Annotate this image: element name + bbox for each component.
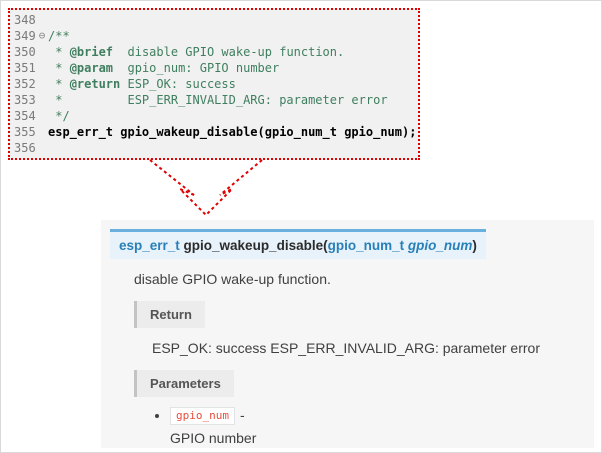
line-number: 355 <box>14 125 36 139</box>
editor-line: 356 <box>10 140 418 156</box>
line-number: 351 <box>14 61 36 75</box>
line-number: 349 <box>14 29 36 43</box>
signature-token: ( <box>323 238 328 253</box>
parameter-description: GPIO number <box>170 430 257 447</box>
code-text: * @param gpio_num: GPIO number <box>48 61 280 75</box>
code-text: * @return ESP_OK: success <box>48 77 236 91</box>
parameter-dash: - <box>239 407 245 423</box>
function-signature: esp_err_t gpio_wakeup_disable(gpio_num_t… <box>110 229 486 259</box>
fold-spacer <box>36 140 48 156</box>
line-number: 348 <box>14 13 36 27</box>
line-number: 350 <box>14 45 36 59</box>
return-value-text: ESP_OK: success ESP_ERR_INVALID_ARG: par… <box>152 340 540 356</box>
line-number: 353 <box>14 93 36 107</box>
api-doc-panel: esp_err_t gpio_wakeup_disable(gpio_num_t… <box>101 220 594 448</box>
editor-line: 355 esp_err_t gpio_wakeup_disable(gpio_nu… <box>10 124 418 140</box>
fold-spacer <box>36 124 48 140</box>
code-text: /** <box>48 29 70 43</box>
code-text: */ <box>48 109 70 123</box>
signature-token: ) <box>472 238 477 253</box>
signature-token: gpio_num_t <box>327 238 408 253</box>
fold-spacer <box>36 76 48 92</box>
parameter-item: gpio_num- GPIO number <box>170 407 594 447</box>
fold-spacer <box>36 44 48 60</box>
parameters-list: gpio_num- GPIO number <box>152 407 594 447</box>
fold-spacer <box>36 60 48 76</box>
parameter-name-code: gpio_num <box>170 407 235 426</box>
fold-spacer <box>36 12 48 28</box>
function-brief: disable GPIO wake-up function. <box>134 271 331 287</box>
code-text: esp_err_t gpio_wakeup_disable(gpio_num_t… <box>48 125 417 139</box>
code-text: * ESP_ERR_INVALID_ARG: parameter error <box>48 93 388 107</box>
fold-spacer <box>36 92 48 108</box>
code-text: * @brief disable GPIO wake-up function. <box>48 45 345 59</box>
editor-line: 352 * @return ESP_OK: success <box>10 76 418 92</box>
line-number: 352 <box>14 77 36 91</box>
editor-line: 349⊖/** <box>10 28 418 44</box>
editor-line: 351 * @param gpio_num: GPIO number <box>10 60 418 76</box>
line-number: 354 <box>14 109 36 123</box>
signature-token: esp_err_t <box>119 238 184 253</box>
signature-token: gpio_num <box>407 238 473 253</box>
editor-line: 354 */ <box>10 108 418 124</box>
editor-line: 353 * ESP_ERR_INVALID_ARG: parameter err… <box>10 92 418 108</box>
line-number: 356 <box>14 141 36 155</box>
return-heading: Return <box>134 301 205 328</box>
editor-line: 350 * @brief disable GPIO wake-up functi… <box>10 44 418 60</box>
fold-spacer <box>36 108 48 124</box>
parameters-heading: Parameters <box>134 370 234 397</box>
signature-token: gpio_wakeup_disable <box>183 238 324 253</box>
dotted-down-arrow <box>149 159 263 217</box>
fold-collapse-icon[interactable]: ⊖ <box>38 29 46 42</box>
editor-line: 348 <box>10 12 418 28</box>
